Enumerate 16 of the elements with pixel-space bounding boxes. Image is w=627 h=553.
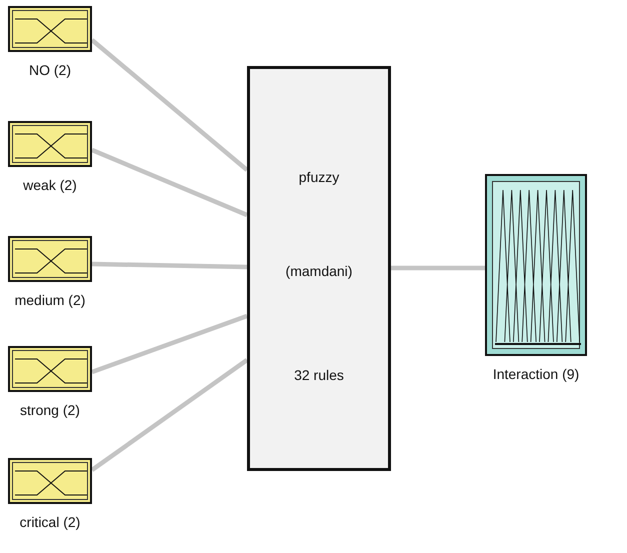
- connector-line: [91, 148, 248, 218]
- connector-line: [90, 38, 248, 172]
- connector-line: [90, 358, 248, 472]
- connector-line: [391, 266, 485, 270]
- variable-label: NO (2): [29, 62, 71, 78]
- rule-text: pfuzzy: [298, 169, 340, 185]
- connector-line: [91, 314, 248, 374]
- rule-text: 32 rules: [293, 367, 345, 383]
- rule-block: [247, 66, 391, 471]
- variable-label: weak (2): [23, 177, 77, 193]
- variable-label: critical (2): [20, 514, 80, 530]
- variable-label: strong (2): [20, 402, 80, 418]
- variable-label: Interaction (9): [492, 366, 580, 382]
- connector-line: [92, 262, 248, 270]
- variable-label: medium (2): [14, 292, 86, 308]
- rule-text: (mamdani): [284, 263, 354, 279]
